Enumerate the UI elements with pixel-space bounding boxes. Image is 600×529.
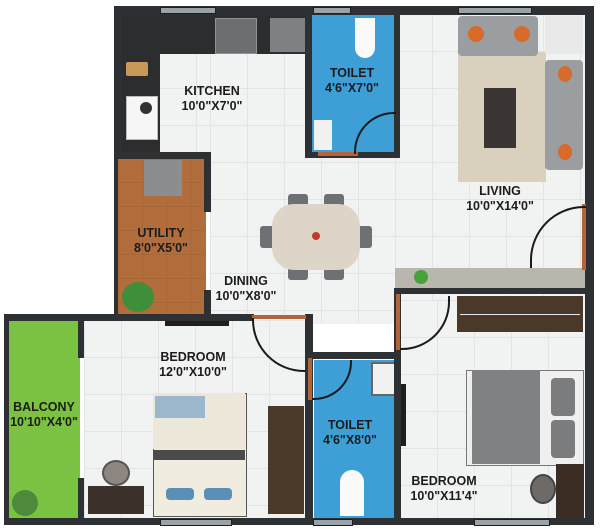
wardrobe-bedroom-1 [268, 406, 304, 514]
room-label-living: LIVING 10'0"X14'0" [466, 184, 534, 214]
wall [585, 6, 594, 520]
tv-counter-edge [395, 288, 585, 294]
door-frame [252, 315, 306, 319]
wall [394, 288, 401, 520]
room-size: 8'0"X5'0" [134, 241, 188, 255]
room-name: UTILITY [137, 226, 185, 240]
room-label-toilet-1: TOILET 4'6"X7'0" [325, 66, 379, 96]
cushion [558, 66, 572, 82]
plant [122, 282, 154, 312]
wc-1 [355, 18, 375, 58]
dining-chair [260, 226, 274, 248]
room-name: BEDROOM [411, 474, 477, 488]
bed-1-footboard [153, 450, 245, 460]
room-size: 10'0"X14'0" [466, 199, 534, 213]
bedside-table [556, 464, 584, 518]
wall [204, 290, 211, 324]
window [458, 7, 532, 14]
window [401, 384, 406, 446]
pillow [204, 488, 232, 500]
window [474, 519, 550, 526]
wall [114, 6, 122, 156]
cutting-board [126, 62, 148, 76]
cushion [514, 26, 530, 42]
wall [4, 518, 594, 525]
room-label-dining: DINING 10'0"X8'0" [216, 274, 277, 304]
room-label-utility: UTILITY 8'0"X5'0" [134, 226, 188, 256]
door-frame [396, 294, 400, 350]
wall [78, 478, 84, 524]
kitchen-appliance [270, 18, 306, 52]
window [160, 7, 216, 14]
cushion [468, 26, 484, 42]
chair [530, 474, 556, 504]
window [313, 519, 353, 526]
study-chair [102, 460, 130, 486]
wall [4, 314, 9, 524]
room-size: 4'6"X8'0" [323, 433, 377, 447]
wall [78, 318, 84, 358]
centerpiece [312, 232, 320, 240]
wall [305, 6, 312, 158]
washing-machine [144, 160, 182, 196]
dining-chair [358, 226, 372, 248]
room-label-toilet-2: TOILET 4'6"X8'0" [323, 418, 377, 448]
wall [114, 6, 594, 15]
room-name: BEDROOM [160, 350, 226, 364]
pillow [551, 420, 575, 458]
bed-1-book [155, 396, 205, 418]
side-table [545, 16, 583, 54]
bed-2-blanket [472, 370, 540, 464]
wc-2 [340, 470, 364, 516]
door-frame [318, 152, 358, 156]
room-label-kitchen: KITCHEN 10'0"X7'0" [182, 84, 243, 114]
study-desk [88, 486, 144, 514]
room-size: 10'0"X8'0" [215, 289, 277, 303]
plant [12, 490, 38, 516]
room-size: 12'0"X10'0" [159, 365, 227, 379]
room-label-bedroom-1: BEDROOM 12'0"X10'0" [159, 350, 227, 380]
room-size: 4'6"X7'0" [325, 81, 379, 95]
window [165, 321, 229, 326]
stove-burner [140, 102, 152, 114]
wall [114, 152, 210, 159]
room-name: BALCONY [13, 400, 75, 414]
wall [204, 152, 211, 212]
room-size: 10'0"X11'4" [410, 489, 478, 503]
wall [305, 314, 313, 520]
wall [4, 314, 254, 321]
basin-1 [314, 120, 332, 150]
room-name: DINING [224, 274, 268, 288]
wall [394, 6, 400, 158]
pillow [551, 378, 575, 416]
window [160, 519, 232, 526]
pillow [166, 488, 194, 500]
wardrobe-rod [460, 314, 580, 315]
balcony-floor [8, 318, 80, 522]
room-size: 10'10"X4'0" [10, 415, 78, 429]
room-label-balcony: BALCONY 10'10"X4'0" [10, 400, 78, 430]
coffee-table [484, 88, 516, 148]
door-frame [308, 358, 312, 400]
kitchen-sink [215, 18, 257, 54]
room-size: 10'0"X7'0" [181, 99, 243, 113]
tv-counter [395, 268, 585, 288]
cushion [558, 144, 572, 160]
room-name: LIVING [479, 184, 521, 198]
wall [305, 352, 400, 359]
wall [114, 156, 118, 318]
room-name: TOILET [329, 66, 375, 80]
plant [414, 270, 428, 284]
room-name: KITCHEN [184, 84, 240, 98]
window [313, 7, 351, 14]
room-label-bedroom-2: BEDROOM 10'0"X11'4" [410, 474, 477, 504]
room-name: TOILET [327, 418, 373, 432]
